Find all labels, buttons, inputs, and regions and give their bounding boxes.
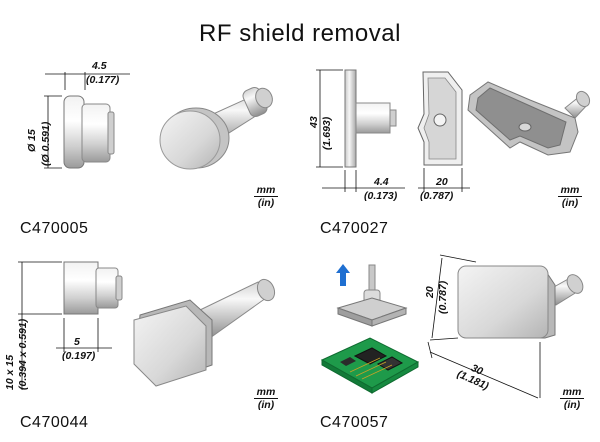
c470057-height-mm: 20	[424, 286, 436, 298]
unit-in: (in)	[560, 398, 584, 411]
c470027-height-mm: 43	[308, 116, 320, 128]
c470005-width-in: (0.177)	[86, 74, 120, 86]
c470005-dim-lines	[44, 72, 130, 169]
unit-mm: mm	[562, 386, 582, 398]
c470005-code: C470005	[20, 220, 89, 237]
c470044-side-view	[63, 261, 123, 315]
c470027-thickness-in: (0.173)	[364, 190, 398, 202]
arrow-up-icon	[336, 264, 350, 286]
c470044-code: C470044	[20, 414, 89, 431]
c470057-height-in: (0.787)	[437, 280, 449, 314]
c470027-code: C470027	[320, 220, 389, 237]
c470057-units: mm (in)	[560, 386, 584, 411]
c470027-height-in: (1.693)	[321, 116, 333, 150]
c470005-side-profile	[63, 95, 115, 169]
c470027-width-mm: 20	[436, 176, 448, 188]
c470044-size-mm: 10 x 15	[4, 354, 16, 390]
c470044-depth-mm: 5	[74, 336, 80, 348]
c470044-dim-lines	[18, 261, 112, 390]
c470005-units: mm (in)	[254, 184, 278, 209]
c470057-3d-view	[457, 265, 584, 339]
c470057-dim-lines	[427, 254, 541, 399]
c470044-units: mm (in)	[254, 386, 278, 411]
unit-in: (in)	[558, 196, 582, 209]
c470057-code: C470057	[320, 414, 389, 431]
c470044-depth-in: (0.197)	[62, 350, 96, 362]
c470005-diameter-in: (Ø 0.591)	[40, 121, 52, 166]
c470027-width-in: (0.787)	[420, 190, 454, 202]
unit-mm: mm	[256, 184, 276, 196]
c470005-width-mm: 4.5	[92, 60, 107, 72]
c470027-side-view	[344, 69, 397, 168]
c470005-diameter-mm: Ø 15	[26, 129, 38, 152]
c470044-size-in: (0.394 x 0.591)	[17, 318, 29, 390]
c470057-application-illustration	[320, 264, 420, 394]
c470027-thickness-mm: 4.4	[374, 176, 389, 188]
c470005-3d-view	[159, 86, 273, 170]
c470027-3d-view	[467, 81, 591, 156]
c470027-front-view	[417, 71, 463, 166]
unit-in: (in)	[254, 398, 278, 411]
unit-mm: mm	[256, 386, 276, 398]
c470027-dim-lines	[316, 69, 405, 192]
unit-mm: mm	[560, 184, 580, 196]
c470027-front-dim-lines	[418, 168, 470, 192]
unit-in: (in)	[254, 196, 278, 209]
page-title: RF shield removal	[199, 20, 401, 47]
c470044-3d-view	[133, 278, 276, 387]
c470027-units: mm (in)	[558, 184, 582, 209]
